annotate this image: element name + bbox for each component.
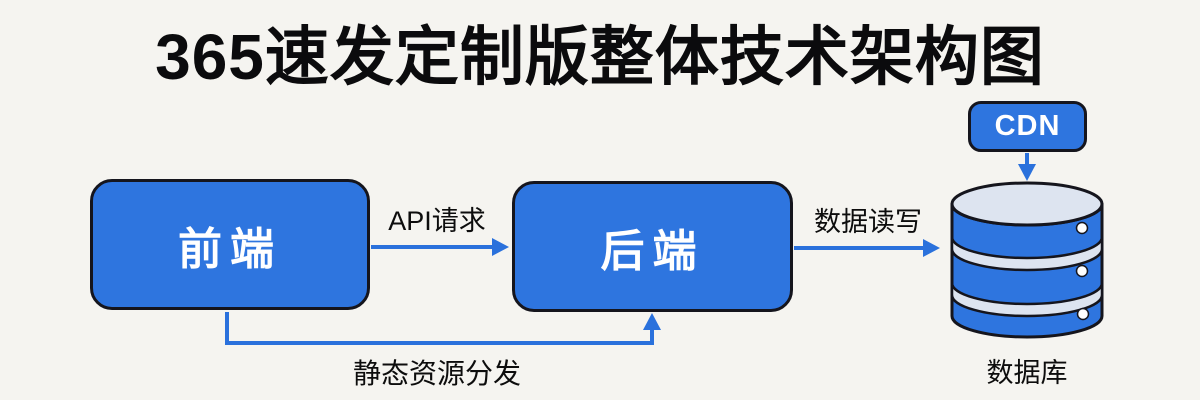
- edge-label-static-distribution: 静态资源分发: [352, 358, 521, 389]
- node-database-label: 数据库: [986, 358, 1068, 388]
- static-distribution-arrow: [225, 312, 661, 345]
- node-backend-label: 后端: [600, 226, 705, 276]
- database-icon: [950, 181, 1104, 339]
- node-cdn-label: CDN: [994, 110, 1061, 142]
- node-cdn: CDN: [968, 101, 1087, 152]
- node-frontend: 前端: [90, 179, 370, 310]
- data-readwrite-arrow: [794, 239, 940, 257]
- node-frontend-label: 前端: [178, 224, 282, 274]
- edge-label-api-request: API请求: [388, 206, 486, 236]
- node-backend: 后端: [512, 181, 793, 312]
- api-request-arrow: [371, 238, 509, 256]
- cdn-to-database-arrow: [1018, 153, 1036, 181]
- diagram-title: 365速发定制版整体技术架构图: [155, 21, 1045, 93]
- edge-label-data-readwrite: 数据读写: [814, 207, 922, 237]
